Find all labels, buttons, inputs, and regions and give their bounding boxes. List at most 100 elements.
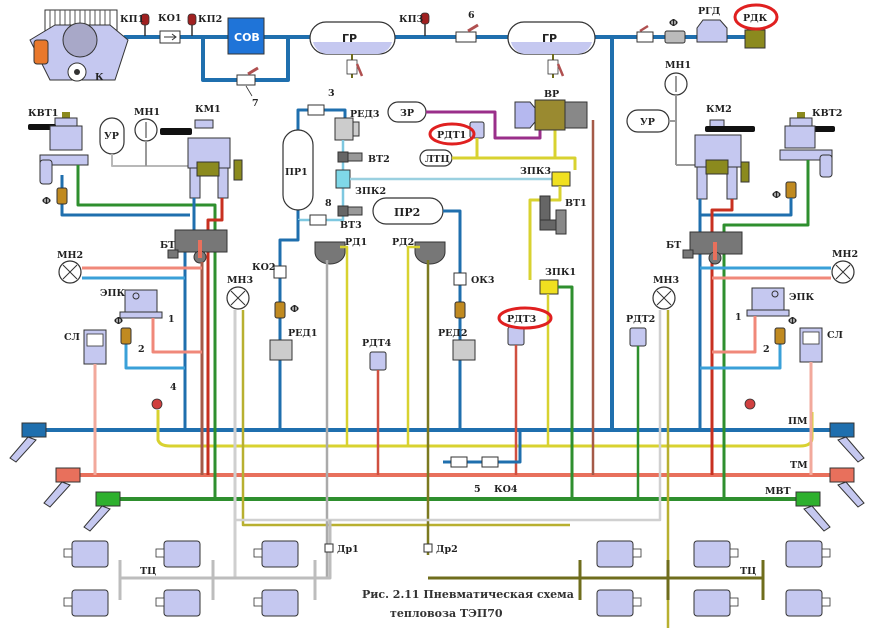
gauge-mn1-left: МН1 (134, 107, 160, 166)
label-tc-left: ТЦ (140, 566, 156, 577)
label-f-kvt2: Ф (772, 190, 781, 201)
end-cock-tm-right (829, 467, 865, 508)
valve-vt3: ВТ3 (337, 205, 363, 231)
filter-top: Ф (664, 18, 686, 44)
label-vt3: ВТ3 (340, 220, 362, 231)
brake-cylinder (63, 540, 109, 568)
label-red2: РЕД2 (438, 328, 467, 339)
filter-ok3 (454, 301, 466, 319)
label-epk-left: ЭПК (100, 288, 126, 299)
valve-kp1: КП1 (120, 13, 150, 36)
brake-cylinder (63, 589, 109, 617)
check-valve-ko2: КО2 (252, 262, 287, 279)
pipe-ltc-yellow (452, 130, 577, 170)
brake-cylinder (785, 589, 831, 617)
moisture-separator-sov: СОВ (227, 17, 265, 55)
label-zpk1: ЗПК1 (545, 267, 576, 278)
pipe-rd2-yellow (406, 245, 420, 446)
pipe-tc-left (118, 520, 332, 600)
label-vr: ВР (544, 89, 559, 100)
label-km1: КМ1 (195, 104, 221, 115)
end-cock-pm-left (9, 422, 47, 463)
label-ur2: УР (640, 117, 655, 128)
reducer-red2: РЕД2 (438, 328, 476, 361)
label-rdt3: РДТ3 (507, 314, 536, 325)
speed-recorder-sl-right: СЛ (799, 327, 843, 363)
label-2-left: 2 (138, 344, 145, 355)
label-mn2-left: МН2 (57, 250, 83, 261)
label-rgd: РГД (698, 6, 720, 17)
compressor: К (29, 9, 129, 83)
label-4: 4 (170, 382, 177, 393)
label-kvt1: КВТ1 (28, 108, 58, 119)
pressure-switch-rdt4: РДТ4 (362, 338, 392, 371)
epk-valve-right: ЭПК (746, 287, 815, 317)
air-distributor-vr: ВР (514, 89, 588, 131)
valve-4-right (744, 398, 756, 410)
valve-4: 4 (151, 382, 177, 410)
label-kp2: КП2 (198, 14, 222, 25)
pipe-mn3-right-gray (235, 310, 662, 522)
main-reservoir-gr2: ГР (507, 21, 596, 78)
pipe-kvt1-green (76, 165, 217, 499)
end-cock-tm-left (43, 467, 81, 508)
brake-cylinder (155, 540, 201, 568)
label-pm: ПМ (788, 416, 808, 427)
label-3: 3 (328, 88, 335, 99)
pipe-ur2-km2 (669, 120, 695, 166)
brake-cylinder (253, 589, 299, 617)
pipe-km2-red (710, 199, 734, 475)
check-valve-ko1: КО1 (158, 13, 182, 44)
gauge-mn1-right: МН1 (664, 60, 691, 165)
valve-vt1: ВТ1 (539, 195, 587, 235)
label-sov: СОВ (234, 31, 260, 44)
label-mn3-left: МН3 (227, 275, 253, 286)
label-ok3: ОК3 (471, 275, 495, 286)
check-valve-ok3: ОК3 (453, 272, 495, 286)
pipe-pr2 (443, 209, 462, 430)
label-f-epk-left: Ф (114, 316, 123, 327)
pressure-reservoir-pr2: ПР2 (372, 197, 444, 225)
label-1-right: 1 (735, 312, 742, 323)
label-ur1: УР (104, 131, 119, 142)
end-cock-mvt-right (795, 491, 831, 532)
highlight-rdt1 (428, 122, 476, 146)
label-tm: ТМ (790, 460, 808, 471)
label-compressor: К (95, 72, 104, 83)
pressure-switch-rdt2: РДТ2 (626, 314, 655, 347)
label-kvt2: КВТ2 (812, 108, 842, 119)
label-5: 5 (474, 484, 481, 495)
label-8: 8 (325, 198, 332, 209)
label-f-epk-right: Ф (788, 316, 797, 327)
label-f-ko2: Ф (290, 304, 299, 315)
caption-line2: тепловоза ТЭП70 (390, 607, 503, 620)
valve-kp3: КП3 (399, 12, 430, 36)
label-rd2: РД2 (392, 237, 414, 248)
pipe-epk-right-blue (700, 335, 782, 370)
pipe-epk-left-pink (151, 318, 202, 354)
valve-top-right (636, 24, 654, 43)
label-epk-right: ЭПК (789, 292, 815, 303)
pipe-kvt2-green (722, 160, 810, 499)
brake-cylinder (155, 589, 201, 617)
pipe-zr-vr (426, 110, 542, 140)
auxiliary-brake-valve-kvt2: КВТ2 (779, 108, 842, 178)
label-mn1-left: МН1 (134, 107, 160, 118)
pipe-rd1-yellow (340, 245, 349, 446)
pipe-ko4 (443, 432, 522, 464)
label-6: 6 (468, 10, 475, 21)
label-rdt2: РДТ2 (626, 314, 655, 325)
brake-block-bt-right: БТ (666, 231, 743, 265)
label-7: 7 (252, 98, 259, 109)
label-vt1: ВТ1 (565, 198, 587, 209)
pressure-switch-rdk: РДК (733, 3, 779, 49)
label-kp3: КП3 (399, 14, 423, 25)
brake-cylinder (693, 540, 739, 568)
drivers-brake-valve-km1: КМ1 (160, 104, 243, 199)
filter-ko2: Ф (274, 301, 299, 319)
label-rd1: РД1 (345, 237, 367, 248)
label-f-top: Ф (669, 18, 678, 29)
label-ko1: КО1 (158, 13, 182, 24)
pressure-reservoir-pr1: ПР1 (282, 129, 314, 211)
